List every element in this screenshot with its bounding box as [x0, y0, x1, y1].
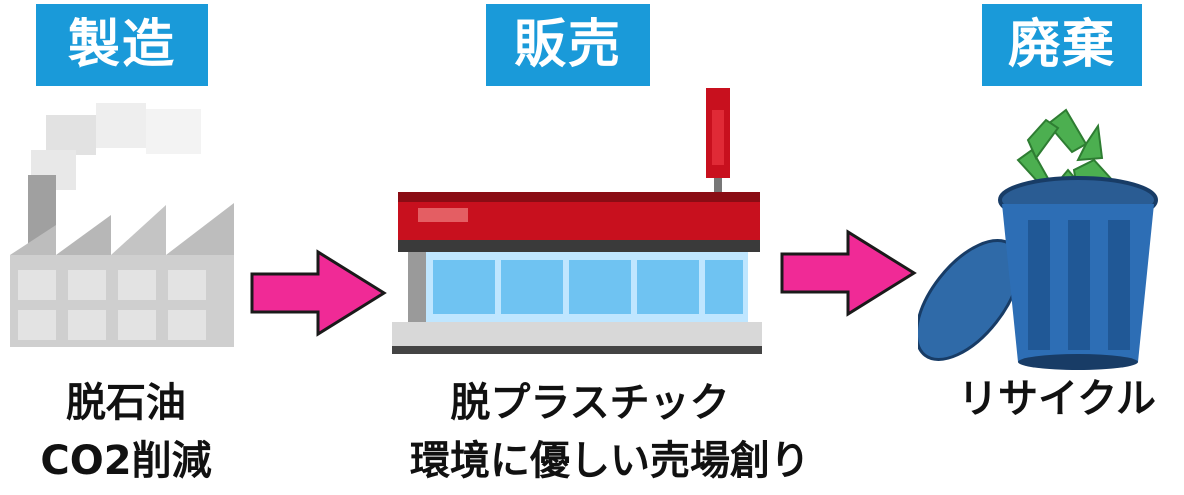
stage-label-disposal: 廃棄 [982, 4, 1142, 86]
store-icon [392, 88, 762, 354]
factory-icon [10, 103, 234, 347]
caption-manufacturing-2: CO2削減 [40, 438, 212, 484]
arrow-right-icon [780, 229, 917, 317]
caption-sales-2: 環境に優しい売場創り [410, 438, 810, 484]
recycle-icon [1016, 108, 1117, 183]
stage-label-sales: 販売 [486, 4, 650, 86]
caption-disposal-1: リサイクル [958, 376, 1156, 422]
arrow-right-icon [250, 249, 387, 337]
stage-label-manufacturing: 製造 [36, 4, 208, 86]
caption-sales-1: 脱プラスチック [450, 380, 730, 426]
recycle-bin-icon [918, 108, 1158, 370]
caption-manufacturing-1: 脱石油 [66, 380, 186, 426]
